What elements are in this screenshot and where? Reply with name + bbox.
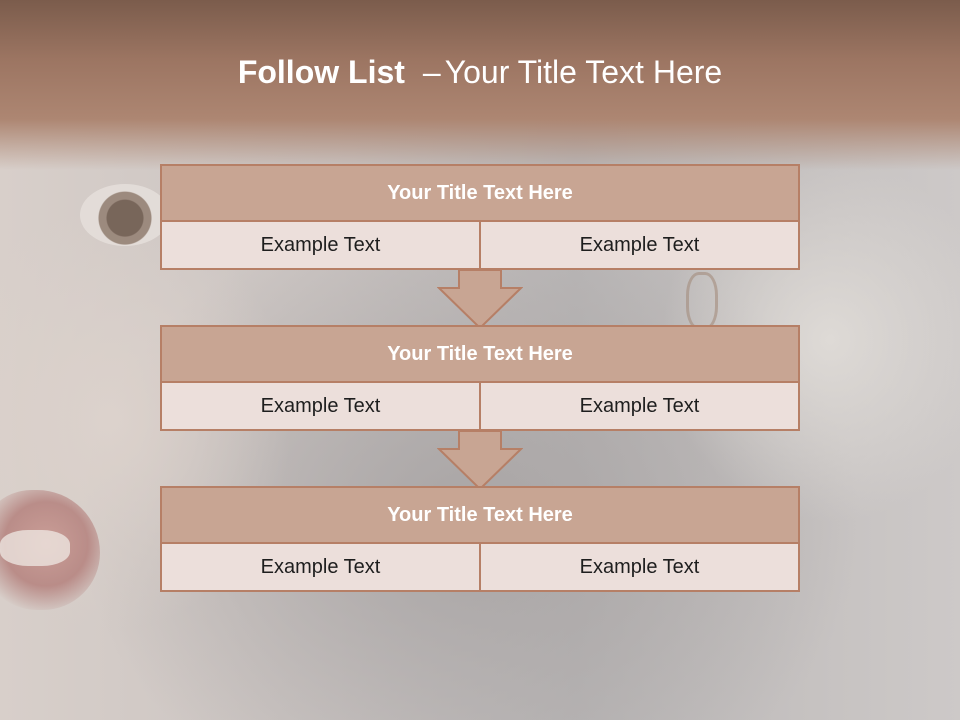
flow-block-3: Your Title Text Here Example Text Exampl… [160,486,800,592]
slide-title-dash: – [422,54,441,90]
flow-block-cell-left: Example Text [162,383,479,429]
down-arrow-icon [437,430,523,491]
flow-block-row: Example Text Example Text [162,222,798,268]
background-teeth [0,530,70,566]
flow-block-row: Example Text Example Text [162,544,798,590]
flow-block-cell-left: Example Text [162,222,479,268]
flow-block-cell-right: Example Text [479,222,798,268]
flow-block-cell-right: Example Text [479,544,798,590]
slide-title: Follow List–Your Title Text Here [0,54,960,91]
flow-block-2: Your Title Text Here Example Text Exampl… [160,325,800,431]
background-ring [686,272,718,330]
flow-block-cell-left: Example Text [162,544,479,590]
flow-block-cell-right: Example Text [479,383,798,429]
header-band [0,0,960,170]
flow-block-heading: Your Title Text Here [162,488,798,544]
down-arrow-icon [437,269,523,330]
background-eye [80,184,170,246]
slide-title-bold: Follow List [237,54,405,90]
flow-block-heading: Your Title Text Here [162,166,798,222]
flow-block-heading: Your Title Text Here [162,327,798,383]
flow-block-1: Your Title Text Here Example Text Exampl… [160,164,800,270]
flow-block-row: Example Text Example Text [162,383,798,429]
slide-title-rest: Your Title Text Here [444,54,723,90]
